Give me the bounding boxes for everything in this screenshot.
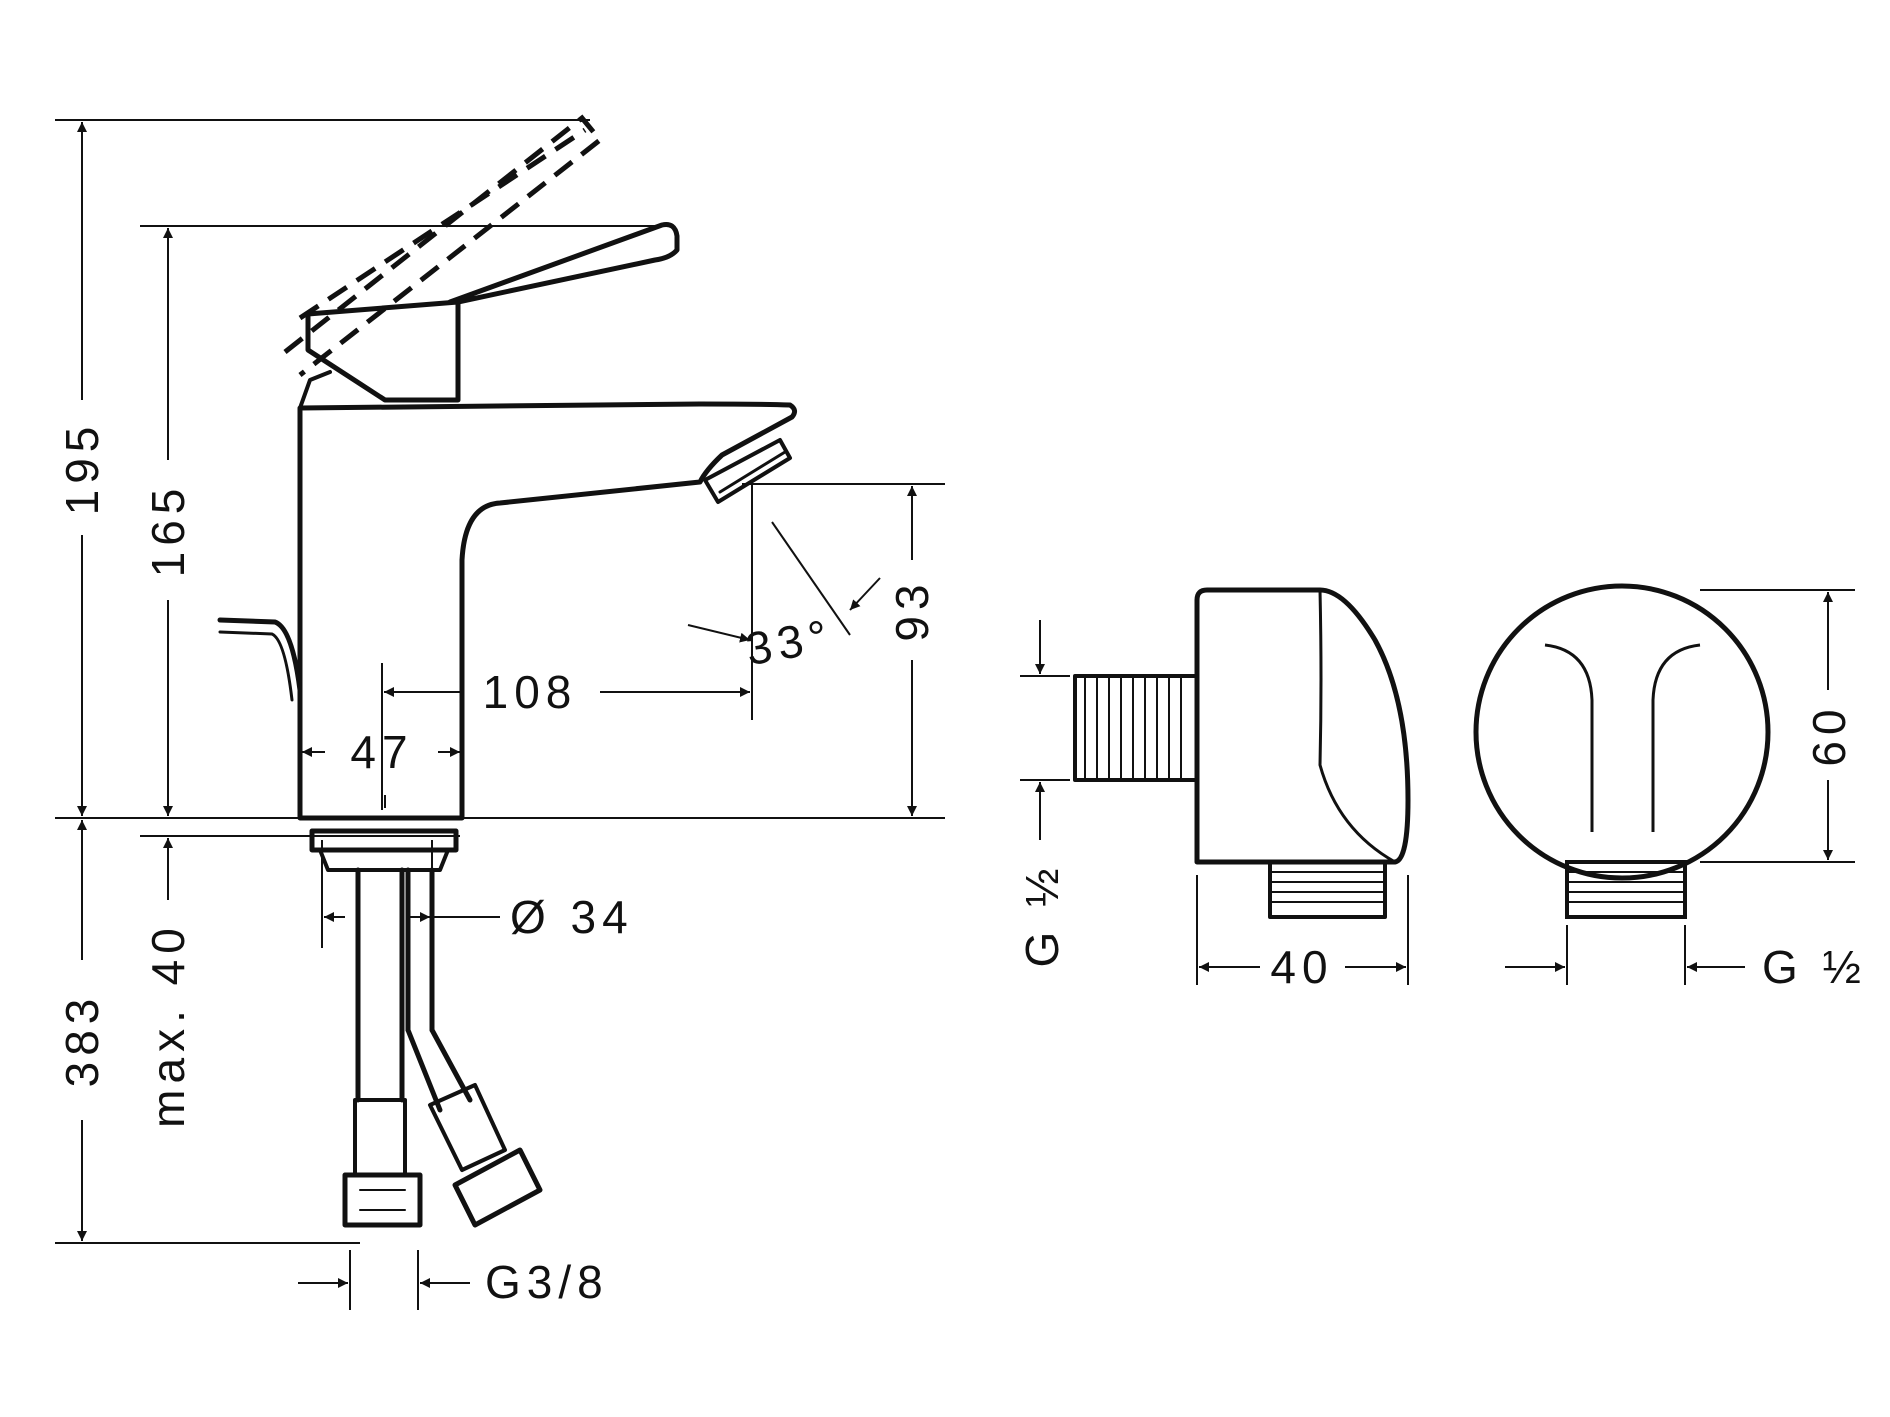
- connector-front-threads: [1567, 871, 1685, 903]
- faucet-outline: [217, 222, 798, 1228]
- connector-front-view: [1473, 583, 1771, 919]
- dim-inlet-thread: G ½: [1016, 863, 1068, 968]
- connector-side-threads: [1084, 676, 1385, 903]
- faucet-dimension-lines: [55, 119, 945, 1310]
- dim-connector-diameter: 60: [1803, 703, 1855, 766]
- dim-height-total: 195: [56, 421, 108, 516]
- dim-outlet-thread: G ½: [1762, 941, 1867, 993]
- dim-spout-reach: 108: [483, 666, 578, 718]
- lever-open-position: [283, 114, 604, 377]
- dim-spout-angle: 33°: [742, 609, 837, 675]
- dim-connector-depth: 40: [1270, 941, 1333, 993]
- dim-spout-height: 93: [886, 578, 938, 641]
- dim-height-lever: 165: [142, 483, 194, 578]
- connector-front-dims: [1505, 589, 1855, 985]
- dim-diameter: Ø 34: [510, 891, 634, 943]
- connector-side-dims: [1020, 620, 1409, 985]
- dim-body-width: 47: [350, 726, 413, 778]
- dim-hose-thread: G3/8: [485, 1256, 609, 1308]
- dim-below-counter: 383: [56, 993, 108, 1088]
- dim-max-thickness: max. 40: [142, 922, 194, 1128]
- connector-side-view: [1073, 587, 1411, 919]
- faucet-dimension-arrows: [77, 122, 917, 1288]
